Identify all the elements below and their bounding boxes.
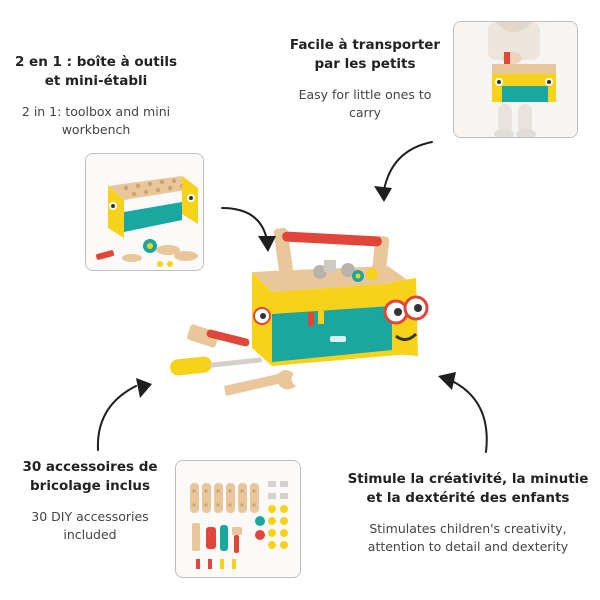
arrowhead-easy-carry [374, 186, 392, 202]
caption-skills-fr: Stimule la créativité, la minutie et la … [347, 471, 589, 506]
arrowhead-accessories [136, 378, 152, 398]
product-toolbox-main [160, 216, 430, 406]
photo-workbench-mode [85, 153, 204, 271]
caption-easy-carry-fr: Facile à transporter par les petits [289, 37, 441, 72]
caption-accessories-en: 30 DIY accessories included [31, 509, 149, 542]
arrow-easy-carry [383, 141, 433, 191]
toolbox-illustration [170, 227, 429, 396]
photo-accessories [175, 460, 301, 578]
accessories-illustration [176, 461, 300, 577]
photo-child-carrying [453, 21, 578, 138]
workbench-illustration [86, 154, 203, 270]
arrow-skills [449, 379, 488, 453]
caption-two-in-one-en: 2 in 1: toolbox and mini workbench [21, 104, 171, 137]
caption-skills: Stimule la créativité, la minutie et la … [346, 470, 590, 556]
child-carrying-illustration [454, 22, 577, 137]
arrowhead-skills [438, 372, 456, 390]
caption-accessories: 30 accessoires de bricolage inclus 30 DI… [10, 458, 170, 544]
caption-accessories-fr: 30 accessoires de bricolage inclus [22, 459, 158, 494]
caption-two-in-one-fr: 2 en 1 : boîte à outils et mini-établi [14, 54, 178, 89]
caption-two-in-one: 2 en 1 : boîte à outils et mini-établi 2… [8, 53, 184, 139]
arrow-accessories [96, 385, 137, 451]
caption-easy-carry: Facile à transporter par les petits Easy… [282, 36, 448, 122]
caption-skills-en: Stimulates children's creativity, attent… [367, 521, 569, 554]
caption-easy-carry-en: Easy for little ones to carry [298, 87, 432, 120]
